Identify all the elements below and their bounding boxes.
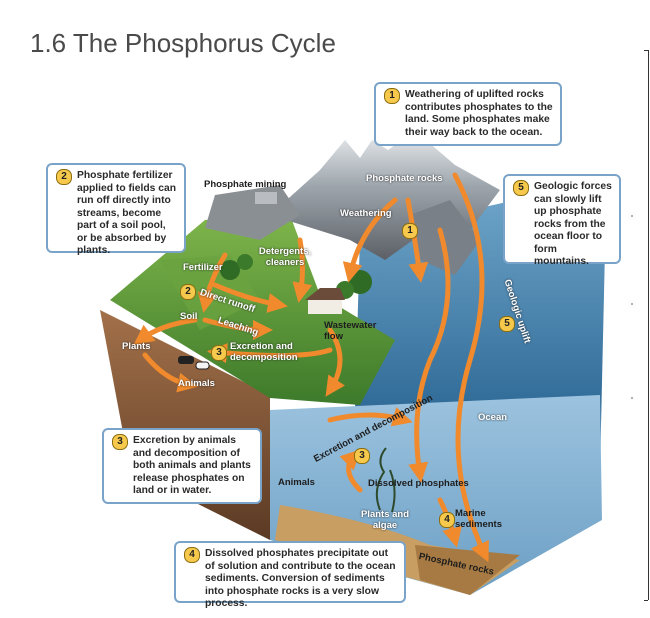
arrow-detergents: [292, 237, 313, 303]
arrow-leaching: [202, 317, 273, 340]
callout-geologic-forces: 5 Geologic forces can slowly lift up pho…: [503, 174, 621, 267]
arrow-soil-to-plants: [133, 317, 198, 345]
label-plants: Plants: [122, 341, 151, 352]
label-soil: Soil: [180, 311, 198, 322]
callout-text: Phosphate fertilizer applied to fields c…: [77, 170, 176, 256]
arrow-excretion-water: [327, 407, 413, 427]
seaweed: [375, 447, 387, 511]
label-phosphate-mining: Phosphate mining: [204, 179, 287, 190]
callout-text: Excretion by animals and decomposition o…: [133, 435, 251, 496]
label-dissolved-phosphates: Dissolved phosphates: [368, 478, 469, 489]
callout-number: 2: [56, 169, 72, 185]
callout-text: Geologic forces can slowly lift up phosp…: [534, 181, 612, 267]
cow: [178, 356, 194, 364]
arrow-fertilizer: [197, 252, 228, 313]
arrow-direct-runoff: [212, 282, 288, 313]
cow: [195, 361, 210, 370]
label-wastewater-flow: Wastewater flow: [324, 320, 377, 342]
label-ocean: Ocean: [478, 412, 508, 423]
seaweed: [389, 469, 396, 513]
arrow-water-cycle-loop: [339, 449, 363, 493]
callout-text: Dissolved phosphates precipitate out of …: [205, 548, 396, 609]
callout-number: 1: [384, 88, 400, 104]
mine-building: [255, 192, 277, 204]
callout-fertilizer: 2 Phosphate fertilizer applied to fields…: [46, 163, 186, 256]
marker-3-land: 3: [211, 345, 227, 361]
side-divider: [648, 50, 649, 600]
label-animals-land: Animals: [178, 378, 215, 389]
rocky-slope: [410, 200, 480, 275]
side-divider-tick-top: [644, 50, 648, 51]
label-fertilizer: Fertilizer: [183, 262, 223, 273]
arrow-to-dissolved-phosphates: [408, 227, 451, 483]
marker-1: 1: [402, 223, 418, 239]
arrow-weathering: [405, 197, 429, 283]
label-plants-algae: Plants and algae: [360, 509, 410, 531]
marker-3-water: 3: [354, 448, 370, 464]
side-dot: [631, 303, 633, 305]
label-marine-sediments: Marine sediments: [455, 508, 502, 530]
label-phosphate-rocks-top: Phosphate rocks: [366, 173, 443, 184]
label-detergents: Detergents, cleaners: [258, 246, 312, 268]
marker-4: 4: [439, 512, 455, 528]
marker-5: 5: [499, 316, 515, 332]
label-excretion-decomposition: Excretion and decomposition: [230, 341, 298, 363]
arrow-geologic-uplift: [452, 172, 489, 563]
arrow-plants-to-animals: [142, 352, 198, 393]
callout-excretion: 3 Excretion by animals and decomposition…: [102, 428, 262, 504]
house-roof: [305, 288, 345, 300]
callout-weathering: 1 Weathering of uplifted rocks contribut…: [374, 82, 562, 146]
callout-precipitate: 4 Dissolved phosphates precipitate out o…: [174, 541, 406, 609]
callout-number: 3: [112, 434, 128, 450]
label-animals-water: Animals: [278, 477, 315, 488]
callout-number: 4: [184, 547, 200, 563]
page-title: 1.6 The Phosphorus Cycle: [30, 28, 336, 58]
side-dot: [631, 215, 633, 217]
callout-text: Weathering of uplifted rocks contributes…: [405, 89, 553, 138]
tree: [220, 260, 240, 280]
side-dot: [631, 397, 633, 399]
marker-2: 2: [180, 284, 196, 300]
phosphate-rock-layer: [415, 545, 520, 595]
arrow-wastewater: [325, 327, 345, 397]
arrow-excretion-land: [207, 343, 333, 364]
callout-number: 5: [513, 180, 529, 196]
house-wall: [308, 300, 342, 314]
tree: [237, 254, 253, 270]
arrow-weathering-land: [342, 197, 398, 283]
side-divider-tick-bottom: [644, 600, 648, 601]
label-weathering: Weathering: [340, 208, 392, 219]
